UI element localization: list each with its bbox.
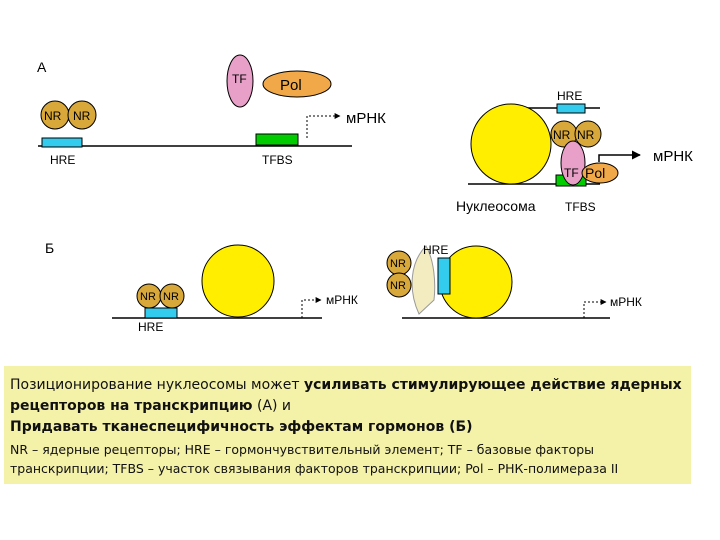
transcription-arrow [301,297,322,318]
hre-box [437,257,451,295]
hre-box [144,307,178,319]
caption-line-3: Придавать тканеспецифичность эффектам го… [10,417,685,438]
pol-ellipse [262,70,332,98]
tfbs-label: TFBS [565,200,596,214]
caption-line-2: рецепторов на транскрипцию (А) и [10,396,685,417]
nr-label: NR [577,128,595,142]
caption-box: Позиционирование нуклеосомы может усилив… [4,366,691,484]
hre-box [556,103,586,114]
tf-factor [226,54,254,108]
panel-b-label: Б [45,240,54,256]
nucleosome-label: Нуклеосома [456,198,536,214]
nucleosome [201,244,275,318]
caption-text: (А) и [252,398,292,414]
caption-text: Позиционирование нуклеосомы может [10,377,304,393]
nucleosome [470,103,552,185]
hre-label: HRE [557,89,582,103]
nucleosome-diagram: А HRE TFBS NR NR TF Pol мРНК HRE NR NR T… [37,54,693,334]
tf-label: TF [232,72,247,86]
panel-b-left: HRE NR NR мРНК [112,244,358,334]
pol-label: Pol [280,77,302,94]
panel-a-label: А [37,59,47,75]
nr-receptor [574,120,602,148]
transcription-arrow [306,113,341,138]
caption-text-bold: усиливать стимулирующее действие ядерных [304,377,682,393]
caption-text-bold: рецепторов на транскрипцию [10,398,253,414]
nr-label: NR [163,291,179,303]
panel-a-left: HRE TFBS NR NR TF Pol мРНК [38,54,386,167]
hre-box [41,137,83,148]
nr-label: NR [140,291,156,303]
caption-text-bold: Придавать тканеспецифичность эффектам го… [10,419,473,435]
tf-factor [560,140,586,186]
tf-label: TF [564,166,579,180]
panel-b-right: HRE NR NR мРНК [386,243,642,319]
nr-label: NR [553,128,571,142]
mrna-label: мРНК [653,148,693,165]
nr-label: NR [390,280,406,292]
pol-ellipse [581,162,619,184]
nr-label: NR [390,258,406,270]
hre-label: HRE [138,320,163,334]
nr-receptor [67,100,97,130]
tfbs-box [255,133,299,146]
transcription-arrow [583,299,607,318]
nr-receptor [386,272,412,298]
hre-label: HRE [423,243,448,257]
panel-a-right: HRE NR NR TF Pol мРНК Нуклеосома TFBS [456,89,693,214]
hre-label: HRE [50,153,75,167]
nr-receptor [159,283,185,309]
caption-line-1: Позиционирование нуклеосомы может усилив… [10,375,685,396]
nr-label: NR [44,109,62,123]
legend-line-1: NR – ядерные рецепторы; HRE – гормончувс… [10,442,594,457]
legend-line-2: транскрипции; TFBS – участок связывания … [10,461,619,476]
mrna-label: мРНК [610,295,642,309]
unfolded-dna-loop [411,245,436,315]
transcription-arrow [598,150,641,162]
mrna-label: мРНК [346,110,386,127]
pol-label: Pol [585,165,605,181]
tfbs-label: TFBS [262,153,293,167]
nr-label: NR [73,109,91,123]
nucleosome [439,245,513,319]
mrna-label: мРНК [326,293,358,307]
